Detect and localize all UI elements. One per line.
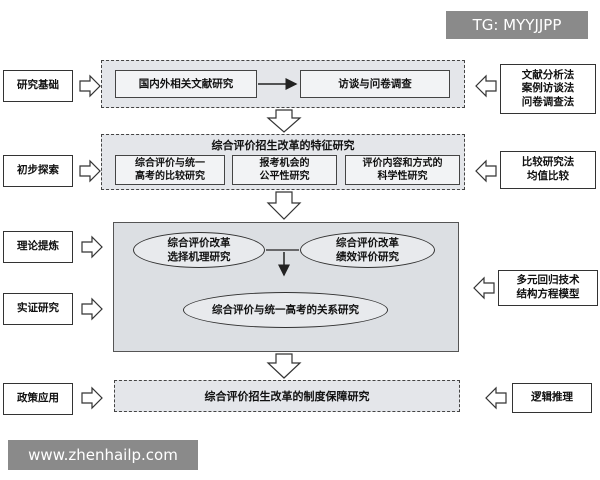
stage-research-basis: 研究基础 <box>3 70 73 102</box>
stage-label: 政策应用 <box>17 392 59 405</box>
stage-policy-application: 政策应用 <box>3 383 73 415</box>
arrow-stage4-right <box>81 297 103 321</box>
arrow-stage5-right <box>81 386 103 410</box>
arrow-stage1-right <box>79 74 101 98</box>
institutional-guarantee-label: 综合评价招生改革的制度保障研究 <box>204 390 370 403</box>
arrow-method2-left <box>475 159 497 183</box>
method-box-preliminary: 比较研究法均值比较 <box>500 151 596 189</box>
feature-research-title: 综合评价招生改革的特征研究 <box>211 139 355 152</box>
fairness-research-box: 报考机会的公平性研究 <box>232 155 337 185</box>
stage-preliminary-exploration: 初步探索 <box>3 155 73 187</box>
method-box-research-basis: 文献分析法案例访谈法问卷调查法 <box>500 64 596 114</box>
arrow-down-row3-row4 <box>266 353 302 379</box>
stage-theory-refinement: 理论提炼 <box>3 231 73 263</box>
arrow-stage3-right <box>81 235 103 259</box>
stage-label: 理论提炼 <box>17 240 59 253</box>
literature-research-box: 国内外相关文献研究 <box>115 70 257 98</box>
method-box-empirical: 多元回归技术结构方程模型 <box>498 270 598 306</box>
watermark-bottom-text: www.zhenhailp.com <box>28 446 178 464</box>
watermark-bottom: www.zhenhailp.com <box>8 440 198 470</box>
literature-research-label: 国内外相关文献研究 <box>138 77 234 90</box>
selection-mechanism-ellipse: 综合评价改革选择机理研究 <box>133 232 265 268</box>
method-box-policy: 逻辑推理 <box>512 383 592 413</box>
stage-label: 研究基础 <box>17 79 59 92</box>
scientific-research-box: 评价内容和方式的科学性研究 <box>345 155 460 185</box>
arrow-down-row2-row3 <box>266 191 302 220</box>
arrow-method4-left <box>485 386 507 410</box>
arrow-down-row1-row2 <box>266 109 302 133</box>
arrow-method3-left <box>473 276 495 300</box>
institutional-guarantee-box: 综合评价招生改革的制度保障研究 <box>114 380 460 412</box>
comparison-research-box: 综合评价与统一高考的比较研究 <box>115 155 225 185</box>
arrow-method1-left <box>475 74 497 98</box>
interview-survey-label: 访谈与问卷调查 <box>338 77 412 90</box>
arrow-stage2-right <box>79 159 101 183</box>
stage-label: 实证研究 <box>17 302 59 315</box>
relationship-research-ellipse: 综合评价与统一高考的关系研究 <box>183 292 388 328</box>
watermark-top-text: TG: MYYJJPP <box>472 16 562 34</box>
interview-survey-box: 访谈与问卷调查 <box>300 70 450 98</box>
stage-label: 初步探索 <box>17 164 59 177</box>
stage-empirical-research: 实证研究 <box>3 293 73 325</box>
performance-evaluation-ellipse: 综合评价改革绩效评价研究 <box>300 232 435 268</box>
watermark-top: TG: MYYJJPP <box>446 11 588 39</box>
